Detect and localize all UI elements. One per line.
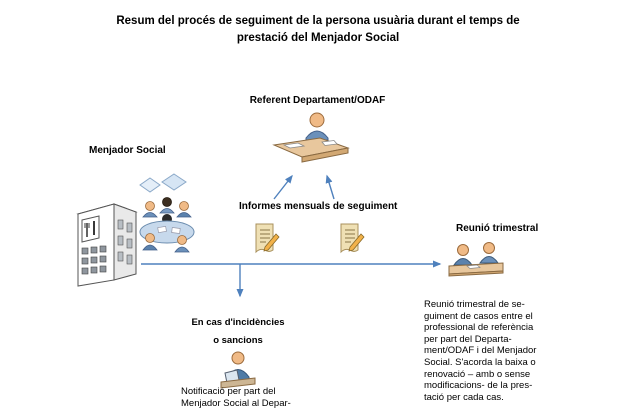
notificacio-note: Notificació per part del Menjador Social… — [181, 386, 291, 409]
person-with-laptop-icon — [215, 349, 261, 398]
arrow-informes-left-to-referent — [273, 174, 293, 200]
person-at-desk-icon — [270, 109, 350, 168]
report-document-icon — [252, 221, 280, 262]
arrow-informes-right-to-referent — [325, 174, 335, 200]
report-document-icon — [337, 221, 365, 262]
building-icon — [72, 190, 142, 293]
menjador-social-label: Menjador Social — [89, 145, 166, 156]
reunio-trimestral-label: Reunió trimestral — [456, 223, 539, 234]
referent-label: Referent Departament/ODAF — [249, 95, 386, 106]
informes-label: Informes mensuals de seguiment — [239, 201, 398, 212]
incidencies-label-line2: o sancions — [213, 335, 263, 346]
people-around-table-icon — [136, 172, 198, 272]
reunio-detail-note: Reunió trimestral de se- guiment de caso… — [424, 299, 537, 403]
incidencies-label: En cas d'incidències o sancions — [178, 314, 298, 350]
incidencies-label-line1: En cas d'incidències — [191, 317, 285, 328]
two-people-meeting-icon — [447, 240, 505, 291]
diagram-title: Resum del procés de seguiment de la pers… — [116, 15, 520, 44]
